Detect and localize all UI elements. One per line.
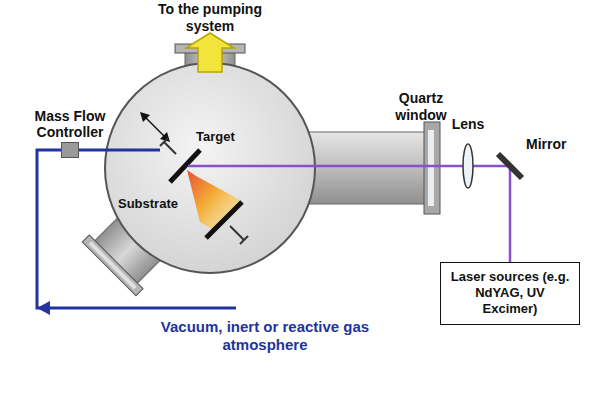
mass-flow-controller: Mass Flow Controller [10, 108, 130, 158]
vacuum-chamber [105, 63, 315, 273]
box-text: Laser sources (e.g. NdYAG, UV Excimer) [447, 269, 573, 317]
motion-arrow [144, 116, 166, 138]
lens [463, 144, 473, 188]
gas-line [37, 150, 236, 308]
right-port [300, 132, 426, 204]
target-label: Target [196, 129, 256, 145]
controller-label: Mass Flow Controller [10, 108, 130, 140]
window-label: Quartz window [388, 90, 454, 124]
substrate-label: Substrate [118, 196, 194, 212]
gas-inlet [79, 149, 160, 152]
gas-label: Vacuum, inert or reactive gas atmosphere [150, 318, 380, 354]
controller-box [61, 142, 79, 158]
mirror [498, 154, 522, 178]
mirror-label: Mirror [526, 136, 592, 153]
plasma-plume [187, 170, 240, 230]
pump-label: To the pumping system [140, 1, 280, 35]
gas-arrowhead [37, 301, 50, 315]
laser-source-box: Laser sources (e.g. NdYAG, UV Excimer) [440, 262, 580, 325]
laser-beam [188, 166, 510, 262]
substrate-rod [230, 226, 244, 240]
quartz-window [424, 122, 440, 214]
pumping-arrow [186, 33, 234, 72]
target-rod [164, 142, 176, 154]
lens-label: Lens [446, 116, 490, 133]
